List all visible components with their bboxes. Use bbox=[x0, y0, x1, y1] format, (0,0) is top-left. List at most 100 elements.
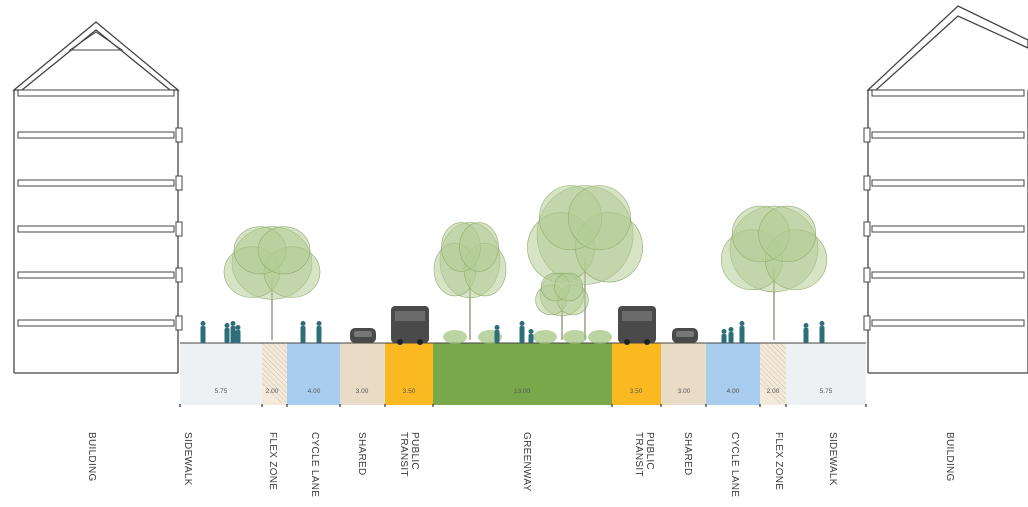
shrub bbox=[533, 330, 557, 344]
floor-slab bbox=[871, 89, 1025, 97]
sidewalk-left-strip bbox=[180, 343, 262, 405]
flex-hatch-line bbox=[774, 342, 787, 355]
person-body bbox=[494, 330, 500, 343]
flex-hatch-line bbox=[266, 342, 288, 364]
person-body bbox=[230, 326, 236, 343]
person-head bbox=[728, 327, 734, 332]
tree-canopy bbox=[459, 222, 499, 272]
flex-hatch-line bbox=[271, 342, 288, 359]
flex-hatch-line bbox=[261, 382, 283, 404]
width-sidewalk-left: 5.75 bbox=[214, 388, 228, 395]
pedestrian bbox=[739, 321, 745, 343]
tree-greenway-2 bbox=[527, 185, 643, 340]
greenway-strip bbox=[433, 343, 612, 405]
tree-greenway-3 bbox=[535, 272, 589, 340]
tree-sidewalk-left bbox=[223, 226, 321, 340]
person-head bbox=[519, 321, 525, 326]
pedestrian bbox=[224, 323, 230, 343]
pedestrian bbox=[519, 321, 525, 343]
floor-slab bbox=[17, 225, 175, 233]
floor-slab bbox=[17, 89, 175, 97]
flex-hatch-line bbox=[261, 362, 288, 389]
bus-wheel bbox=[644, 339, 650, 345]
person-body bbox=[316, 326, 322, 343]
floor-slab bbox=[871, 271, 1025, 279]
width-flex-right: 2.00 bbox=[766, 388, 780, 395]
width-sidewalk-right: 5.75 bbox=[819, 388, 833, 395]
cycle-lane-left-strip bbox=[287, 343, 340, 405]
width-transit-left: 3.50 bbox=[402, 388, 416, 395]
building-roof bbox=[866, 5, 1028, 91]
car-right bbox=[672, 328, 698, 343]
person-body bbox=[200, 326, 206, 343]
shared-lane-right-strip bbox=[661, 343, 706, 405]
flex-hatch-line bbox=[759, 367, 787, 395]
tree-canopy bbox=[257, 226, 311, 275]
person-head bbox=[300, 321, 306, 326]
flex-hatch-line bbox=[261, 367, 288, 394]
pedestrian bbox=[300, 321, 306, 343]
bus-wheel bbox=[417, 339, 423, 345]
pedestrian bbox=[721, 329, 727, 343]
person-body bbox=[300, 326, 306, 343]
flex-hatch-line bbox=[276, 342, 288, 354]
flex-hatch-line bbox=[759, 362, 787, 390]
car-left bbox=[350, 328, 376, 343]
balcony-tab bbox=[863, 315, 871, 331]
pedestrian bbox=[728, 327, 734, 343]
balcony-tab bbox=[175, 221, 183, 237]
floor-slab bbox=[871, 131, 1025, 139]
shrub bbox=[443, 330, 467, 344]
bus-wheel bbox=[397, 339, 403, 345]
shared-lane-left-strip bbox=[340, 343, 385, 405]
shrub bbox=[563, 330, 587, 344]
width-flex-left: 2.00 bbox=[265, 388, 279, 395]
balcony-tab bbox=[175, 127, 183, 143]
bus-window bbox=[622, 311, 652, 321]
flex-hatch-line bbox=[759, 347, 787, 375]
person-body bbox=[519, 326, 525, 343]
person-body bbox=[235, 330, 241, 343]
person-head bbox=[316, 321, 322, 326]
car-window bbox=[676, 331, 694, 337]
pedestrian bbox=[230, 321, 236, 343]
car-window bbox=[354, 331, 372, 337]
balcony-tab bbox=[863, 267, 871, 283]
width-cycle-left: 4.00 bbox=[307, 388, 321, 395]
tree-canopy bbox=[567, 185, 631, 251]
flex-hatch-line bbox=[261, 377, 288, 404]
transit-lane-right-strip bbox=[612, 343, 661, 405]
flex-hatch-line bbox=[769, 342, 787, 360]
floor-slab bbox=[17, 271, 175, 279]
flex-hatch-line bbox=[759, 372, 787, 400]
flex-hatch-line bbox=[779, 342, 787, 350]
floor-slab bbox=[17, 131, 175, 139]
balcony-tab bbox=[175, 315, 183, 331]
pedestrian bbox=[819, 321, 825, 343]
person-head bbox=[739, 321, 745, 326]
flex-hatch-line bbox=[759, 357, 787, 385]
bus-window bbox=[395, 311, 425, 321]
pedestrian bbox=[494, 325, 500, 343]
floor-slab bbox=[17, 179, 175, 187]
person-body bbox=[803, 328, 809, 343]
flex-hatch-line bbox=[261, 342, 288, 369]
balcony-tab bbox=[863, 175, 871, 191]
transit-lane-left-strip bbox=[385, 343, 433, 405]
person-body bbox=[528, 334, 534, 343]
bus-left bbox=[391, 306, 429, 345]
balcony-tab bbox=[863, 127, 871, 143]
person-head bbox=[494, 325, 500, 330]
bus-wheel bbox=[624, 339, 630, 345]
floor-slab bbox=[871, 225, 1025, 233]
tree-greenway-1 bbox=[433, 222, 507, 340]
pedestrian bbox=[200, 321, 206, 343]
floor-slab bbox=[17, 319, 175, 327]
tree-canopy bbox=[758, 205, 817, 263]
floor-slab bbox=[871, 319, 1025, 327]
person-head bbox=[803, 323, 809, 328]
person-body bbox=[721, 334, 727, 343]
width-shared-right: 3.00 bbox=[677, 388, 691, 395]
person-body bbox=[728, 332, 734, 343]
